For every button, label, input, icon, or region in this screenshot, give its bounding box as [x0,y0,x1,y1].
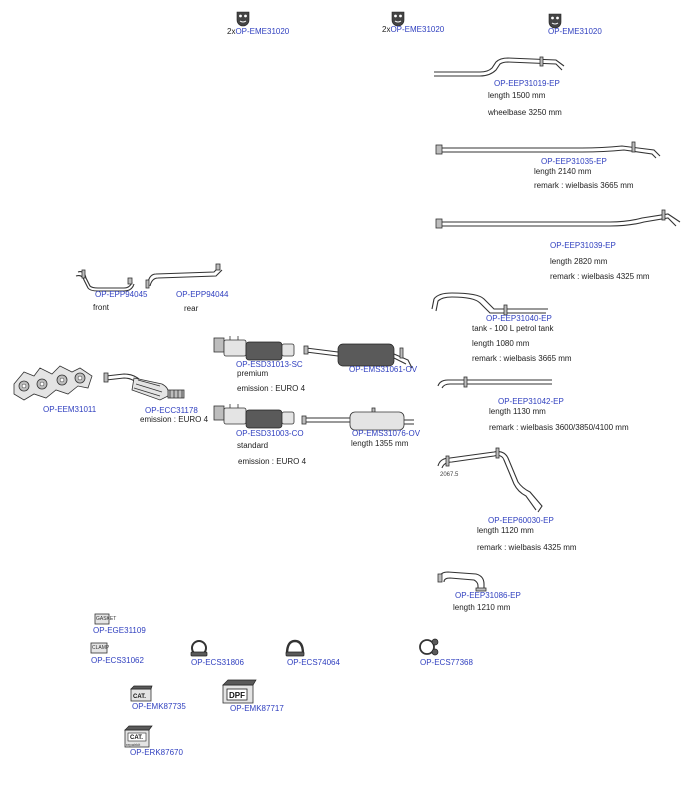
dpf-standard-drawing[interactable] [212,402,300,432]
mount-code[interactable]: OP-EME31020 [235,27,290,36]
clamp-code[interactable]: OP-ECS77368 [420,658,473,667]
tail-pipe-1-code[interactable]: OP-EEP31019-EP [494,79,560,88]
kit-sub-text: repairkit [126,742,141,747]
dpf-premium-note: premium [237,369,269,378]
tail-pipe-3-drawing[interactable] [432,209,686,240]
clamp-box-icon: CLAMP [90,642,110,654]
dpf-mounting-kit-icon: DPF [222,679,257,704]
exhaust-manifold-drawing[interactable] [10,364,96,404]
tail-pipe-2-note: remark : wielbasis 3665 mm [534,181,634,190]
clamp-code[interactable]: OP-ECS31806 [191,658,244,667]
tail-pipe-6-note: remark : wielbasis 4325 mm [477,543,577,552]
silencer-1-code[interactable]: OP-EMS31061-OV [349,365,418,374]
mount-1-label[interactable]: 2xOP-EME31020 [227,27,289,37]
tail-pipe-5-note: remark : wielbasis 3600/3850/4100 mm [489,423,629,432]
tail-pipe-3-code[interactable]: OP-EEP31039-EP [550,241,616,250]
tail-pipe-7-note: length 1210 mm [453,603,511,612]
gasket-box-icon: GASKET [94,613,116,625]
gasket-tag-text: GASKET [96,616,116,622]
clamp-icon [285,639,305,657]
tail-pipe-4-note: remark : wielbasis 3665 mm [472,354,572,363]
silencer-1-drawing[interactable] [303,338,416,370]
catalytic-converter-drawing[interactable] [103,368,192,406]
tail-pipe-4-drawing[interactable] [428,291,554,317]
clamp-icon [190,640,208,657]
kit-badge-text: CAT. [133,694,146,700]
mount-code[interactable]: OP-EME31020 [548,27,602,36]
converter-note: emission : EURO 4 [140,415,209,424]
rubber-mount-icon [548,13,562,29]
clamp-set-code[interactable]: OP-ECS31062 [91,656,144,665]
tail-pipe-6-note: length 1120 mm [477,526,534,535]
mount-code[interactable]: OP-EME31020 [390,25,445,34]
tail-pipe-6-code[interactable]: OP-EEP60030-EP [488,516,554,525]
tail-pipe-7-drawing[interactable] [436,570,490,592]
tail-pipe-5-code[interactable]: OP-EEP31042-EP [498,397,564,406]
mount-qty: 2x [227,27,236,36]
kit-code[interactable]: OP-EMK87717 [230,704,284,713]
cat-repair-kit-icon: CAT. repairkit [124,725,153,748]
dpf-premium-drawing[interactable] [212,334,300,364]
pipe-stamp: 2067.5 [440,472,459,478]
silencer-2-code[interactable]: OP-EMS31076-OV [352,429,421,438]
gasket-code[interactable]: OP-EGE31109 [93,626,146,635]
clamp-code[interactable]: OP-ECS74064 [287,658,340,667]
front-pipe-drawing[interactable] [74,268,136,292]
front-pipe-code[interactable]: OP-EPP94045 [95,290,148,299]
kit-code[interactable]: OP-EMK87735 [132,702,186,711]
mount-2-label[interactable]: 2xOP-EME31020 [382,25,444,35]
tail-pipe-3-note: length 2820 mm [550,257,608,266]
tail-pipe-1-note: wheelbase 3250 mm [488,108,562,117]
rear-pipe-note: rear [184,304,199,313]
clamp-tag-text: CLAMP [92,645,110,651]
tail-pipe-3-note: remark : wielbasis 4325 mm [550,272,650,281]
tail-pipe-2-drawing[interactable] [432,136,664,162]
tail-pipe-5-drawing[interactable] [434,376,558,398]
converter-code[interactable]: OP-ECC31178 [145,406,198,415]
silencer-2-note: length 1355 mm [351,439,409,448]
rubber-mount-icon [236,11,250,27]
dpf-standard-note: standard [237,441,269,450]
mount-qty: 2x [382,25,391,34]
kit-code[interactable]: OP-ERK87670 [130,748,183,757]
dpf-standard-code[interactable]: OP-ESD31003-CO [236,429,304,438]
dpf-premium-code[interactable]: OP-ESD31013-SC [236,360,303,369]
dpf-standard-note: emission : EURO 4 [238,457,307,466]
tail-pipe-1-note: length 1500 mm [488,91,546,100]
front-pipe-note: front [93,303,110,312]
tail-pipe-6-drawing[interactable] [434,447,552,516]
dpf-premium-note: emission : EURO 4 [237,384,306,393]
rear-pipe-code[interactable]: OP-EPP94044 [176,290,229,299]
mount-3-label[interactable]: OP-EME31020 [548,27,602,37]
tail-pipe-1-drawing[interactable] [430,56,570,80]
tail-pipe-2-note: length 2140 mm [534,167,592,176]
tail-pipe-5-note: length 1130 mm [489,407,546,416]
tail-pipe-4-note: length 1080 mm [472,339,530,348]
tail-pipe-2-code[interactable]: OP-EEP31035-EP [541,157,607,166]
cat-mounting-kit-icon: CAT. [130,685,153,702]
rubber-mount-icon [391,11,405,27]
tail-pipe-4-note: tank - 100 L petrol tank [472,324,554,333]
rear-pipe-drawing[interactable] [144,262,226,290]
silencer-2-drawing[interactable] [301,406,418,434]
kit-badge-text: CAT. [130,735,143,741]
manifold-code[interactable]: OP-EEM31011 [43,405,97,414]
tail-pipe-7-code[interactable]: OP-EEP31086-EP [455,591,521,600]
kit-badge-text: DPF [229,691,245,700]
clamp-icon [419,638,439,656]
tail-pipe-4-code[interactable]: OP-EEP31040-EP [486,314,552,323]
